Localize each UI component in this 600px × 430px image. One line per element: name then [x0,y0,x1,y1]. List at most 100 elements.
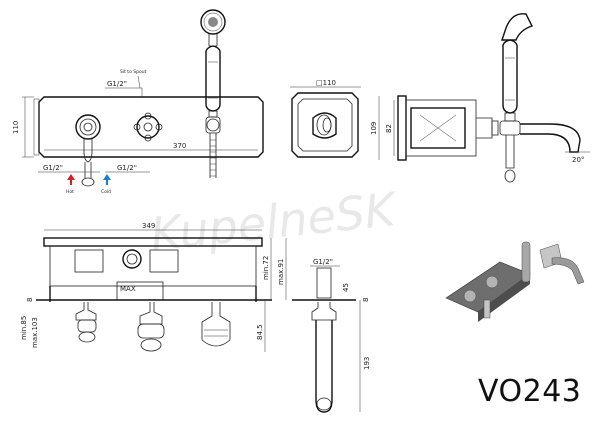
render-body-side [478,274,530,322]
hose-ribs [210,139,216,177]
hot-arrow-icon [67,174,75,185]
shower-hose [209,133,217,178]
watermark-text: KupelneSK [148,182,401,262]
plate-outlet-ring [316,114,332,136]
cross-arm-top [144,112,152,120]
section-knob-mid-neck [139,302,163,325]
front-plate-outline [38,96,264,158]
hand-shower-nozzles [208,17,218,27]
render-knob-1 [463,289,477,303]
diverter-knob-outer [75,114,101,140]
section-port-right [149,249,179,273]
cold-label: Cold [101,189,111,195]
section-cartridge-core [126,253,138,265]
side-fitting [476,117,493,139]
spout-inlet [316,267,332,299]
shower-holder-body [205,116,221,134]
plate-outlet-elbow [312,112,337,139]
render-knob-2 [485,275,499,289]
section-view: 349 MAX 8 min.72 max.91 min.85 max.103 8… [20,222,287,352]
plate-inner-outline [297,98,353,152]
cross-arm-bottom [144,134,152,142]
section-port-left [74,249,104,273]
lower-left-thread-label: G1/2" [43,164,63,172]
top-thread-label: G1/2" [107,80,127,88]
spout-body [315,320,333,413]
cross-arm-right [155,123,163,131]
section-knob-right [201,302,231,347]
front-view: Sit to Spout G1/2" 110 370 G1/2" G1/2" H… [12,9,264,195]
product-3d-render [445,241,585,322]
side-spout [520,123,581,153]
spout-thread-label: G1/2" [313,258,333,266]
section-gap-label: 8 [26,298,34,302]
spout-collar [311,302,337,321]
hand-shower-head [200,9,226,35]
spout-height-top: 45 [342,283,350,292]
diverter-knob-center [83,122,93,132]
side-body-outline [405,99,477,157]
diverter-lever [83,139,93,163]
section-reach-min: min.85 [20,316,28,340]
section-knob-mid-body [137,323,165,339]
side-box [410,107,466,149]
plate-outlet-core [322,117,332,133]
section-handle-reach: 84.5 [256,324,264,340]
cold-arrow-icon [103,174,111,185]
width-dim-label: 370 [173,142,186,150]
section-width-label: 349 [142,222,155,230]
valve-note-leader [137,75,141,89]
diverter-lever-tip [81,177,95,187]
diverter-knob-ring [79,118,97,136]
model-code: VO243 [478,374,582,409]
section-max-label: MAX [120,285,136,293]
section-knob-left-neck [75,302,97,321]
section-depth-min: min.72 [262,256,270,280]
plate-size-label: □110 [316,79,336,87]
render-shower [521,241,531,283]
side-lever [505,135,515,169]
section-knob-mid-cap [140,338,162,352]
section-reach-max: max.103 [31,317,39,348]
spout-view: G1/2" 45 8 193 [292,258,371,413]
section-cartridge [122,249,142,269]
lower-right-thread-label: G1/2" [117,164,137,172]
hand-shower-neck [208,34,218,47]
side-view: 109 82 20° [370,13,590,183]
spout-tip [316,397,332,411]
side-depth-outer: 109 [370,122,378,135]
side-lever-tip [504,169,516,183]
section-body [49,245,257,287]
render-spout [551,257,585,285]
front-wall-line [33,98,40,156]
cross-arm-left [133,123,141,131]
side-nut [491,120,499,136]
hot-label: Hot [66,189,74,195]
side-depth-inner: 82 [385,124,393,133]
side-shower-head [501,13,533,41]
shower-holder-icon [206,118,220,132]
plate-view: □110 [290,79,361,158]
hand-shower-base [208,110,218,118]
section-depth-max: max.91 [277,259,285,285]
side-angle-label: 20° [572,156,584,164]
plate-outline [291,92,359,158]
side-box-cross [419,114,457,142]
height-dim-label: 110 [12,121,20,134]
render-lever [483,299,491,319]
section-knob-right-ribs [204,329,228,337]
section-knob-left-body [77,319,97,333]
cross-handle-outer [136,115,160,139]
spout-gap: 8 [362,298,370,302]
section-knob-left-cap [78,331,96,343]
side-shower-base [504,112,516,122]
hand-shower-nozzle-ring [203,12,223,32]
side-plate [397,95,407,161]
hand-shower-handle [205,45,221,112]
cross-handle-center [143,122,153,132]
side-holder [499,120,521,136]
spout-length: 193 [363,357,371,370]
side-shower-handle [502,39,518,114]
valve-note-label: Sit to Spout [120,69,147,75]
